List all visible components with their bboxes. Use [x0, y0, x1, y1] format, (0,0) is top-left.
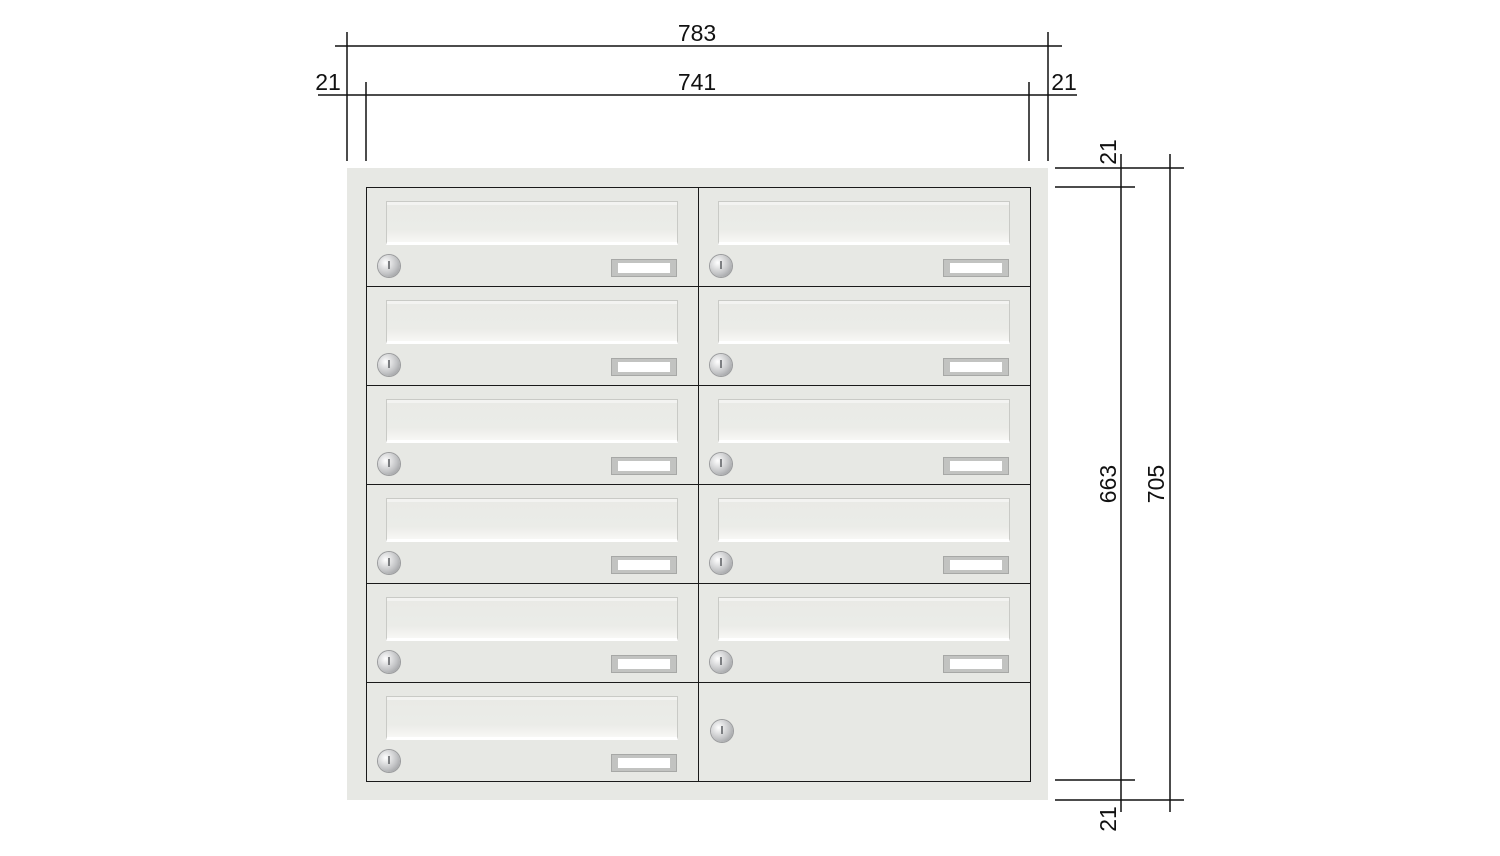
bottom-margin-label: 21: [1095, 806, 1121, 832]
mailbox: [366, 385, 699, 485]
lock-icon: [378, 750, 400, 772]
lock-icon: [710, 354, 732, 376]
letter-slot: [718, 498, 1010, 542]
letter-slot: [386, 300, 678, 344]
mailbox: [366, 484, 699, 584]
mailbox: [698, 187, 1031, 287]
letter-slot: [718, 300, 1010, 344]
letter-slot: [718, 597, 1010, 641]
nameplate: [611, 358, 677, 376]
nameplate: [943, 457, 1009, 475]
nameplate: [611, 259, 677, 277]
nameplate: [611, 457, 677, 475]
letter-slot: [386, 201, 678, 245]
nameplate: [611, 754, 677, 772]
overall-height-label: 705: [1143, 465, 1169, 503]
lock-icon: [710, 453, 732, 475]
letter-slot: [386, 696, 678, 740]
nameplate: [943, 259, 1009, 277]
mailbox: [366, 286, 699, 386]
mailbox: [698, 385, 1031, 485]
lock-icon: [710, 255, 732, 277]
letter-slot: [386, 498, 678, 542]
overall-width-label: 783: [678, 20, 716, 46]
blank-lock-panel: [698, 682, 1031, 782]
letter-slot: [386, 399, 678, 443]
mailbox: [698, 583, 1031, 683]
nameplate: [611, 556, 677, 574]
lock-icon: [378, 651, 400, 673]
mailbox: [698, 484, 1031, 584]
lock-icon: [711, 720, 733, 742]
lock-icon: [378, 552, 400, 574]
mailbox: [698, 286, 1031, 386]
letter-slot: [718, 201, 1010, 245]
inner-width-label: 741: [678, 69, 716, 95]
mailbox: [366, 583, 699, 683]
lock-icon: [710, 651, 732, 673]
letter-slot: [386, 597, 678, 641]
inner-height-label: 663: [1095, 465, 1121, 503]
nameplate: [943, 358, 1009, 376]
nameplate: [943, 655, 1009, 673]
nameplate: [943, 556, 1009, 574]
lock-icon: [378, 453, 400, 475]
nameplate: [611, 655, 677, 673]
lock-icon: [710, 552, 732, 574]
top-margin-label: 21: [1095, 139, 1121, 165]
right-margin-label: 21: [1051, 69, 1077, 95]
lock-icon: [378, 255, 400, 277]
letter-slot: [718, 399, 1010, 443]
mailbox: [366, 682, 699, 782]
mailbox: [366, 187, 699, 287]
left-margin-label: 21: [315, 69, 341, 95]
lock-icon: [378, 354, 400, 376]
